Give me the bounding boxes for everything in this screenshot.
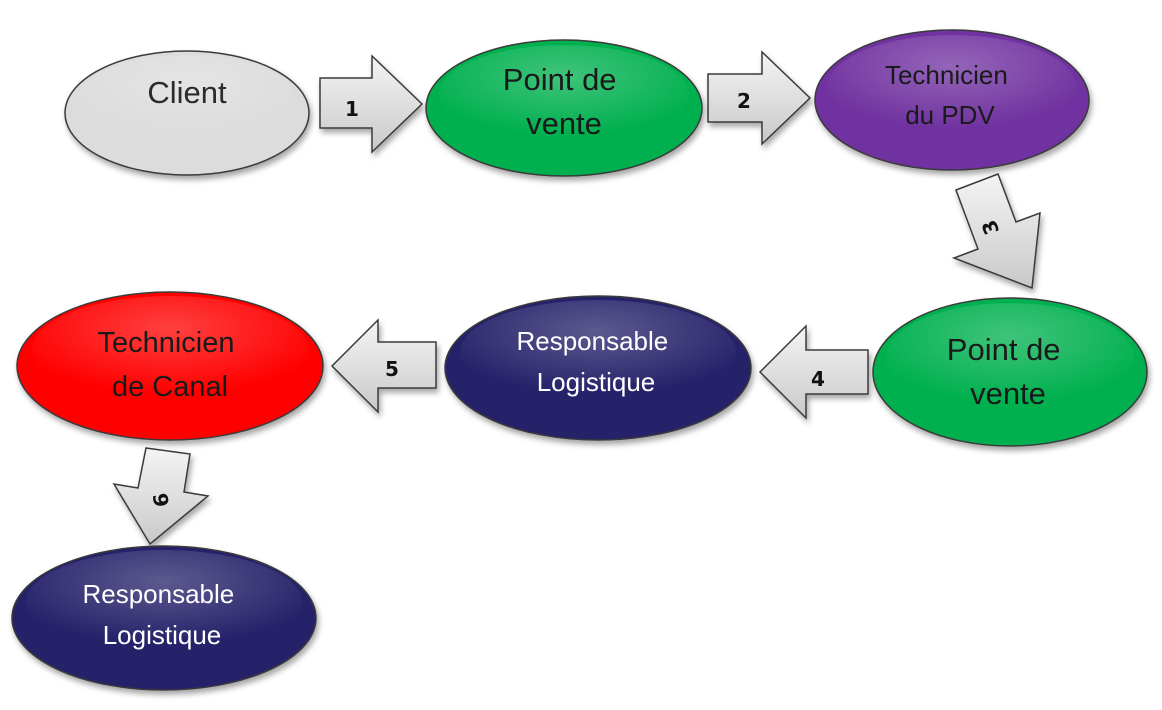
- arrow-6-shape: [112, 447, 210, 546]
- node-responsable-logistique-2-shine: [26, 550, 302, 654]
- node-technicien-pdv-line-2: du PDV: [905, 100, 995, 130]
- arrow-5-shape: [330, 318, 437, 414]
- node-responsable-logistique-2: Responsable Logistique: [11, 545, 317, 691]
- node-responsable-logistique-1-line-1: Responsable: [516, 326, 668, 356]
- node-technicien-canal: Technicien de Canal: [16, 291, 324, 441]
- node-point-de-vente-1-line-1: Point de: [503, 62, 617, 97]
- arrow-3-shape: [951, 173, 1041, 290]
- arrow-5: 5: [330, 318, 437, 414]
- node-responsable-logistique-1-line-2: Logistique: [537, 367, 656, 397]
- node-point-de-vente-2-label: Point de vente: [947, 332, 1069, 411]
- arrow-3: 3: [951, 173, 1041, 290]
- arrow-4: 4: [758, 324, 869, 420]
- arrow-1-label: 1: [345, 97, 359, 121]
- node-point-de-vente-1-label: Point de vente: [503, 62, 625, 141]
- node-point-de-vente-2-line-2: vente: [970, 376, 1046, 411]
- node-point-de-vente-1-shine: [439, 45, 689, 145]
- arrow-2: 2: [707, 50, 812, 146]
- node-technicien-canal-line-2: de Canal: [112, 371, 228, 403]
- node-point-de-vente-1-line-2: vente: [526, 106, 602, 141]
- node-point-de-vente-1: Point de vente: [425, 39, 703, 177]
- node-technicien-canal-line-1: Technicien: [97, 327, 234, 359]
- arrow-6: 6: [112, 447, 210, 546]
- arrow-2-shape: [707, 50, 812, 146]
- node-point-de-vente-2-line-1: Point de: [947, 332, 1061, 367]
- node-responsable-logistique-2-line-2: Logistique: [103, 620, 222, 650]
- node-responsable-logistique-2-line-1: Responsable: [82, 579, 234, 609]
- node-technicien-pdv-line-1: Technicien: [885, 60, 1008, 90]
- arrow-4-label: 4: [811, 367, 825, 391]
- node-responsable-logistique-2-label: Responsable Logistique: [82, 579, 241, 650]
- node-technicien-pdv-shine: [828, 35, 1076, 139]
- node-technicien-pdv-label: Technicien du PDV: [885, 60, 1015, 130]
- node-technicien-pdv: Technicien du PDV: [814, 29, 1090, 171]
- arrow-5-label: 5: [385, 357, 399, 381]
- node-responsable-logistique-1: Responsable Logistique: [444, 295, 752, 441]
- arrow-2-label: 2: [737, 89, 751, 113]
- node-technicien-canal-label: Technicien de Canal: [97, 327, 242, 403]
- arrow-4-shape: [758, 324, 869, 420]
- node-client: Client: [64, 50, 310, 176]
- arrow-1-shape: [319, 54, 424, 154]
- node-client-label: Client: [147, 75, 227, 110]
- node-point-de-vente-2: Point de vente: [872, 297, 1148, 447]
- node-point-de-vente-2-shine: [886, 303, 1134, 413]
- node-client-shine: [77, 55, 297, 145]
- node-technicien-canal-shine: [32, 296, 308, 404]
- node-responsable-logistique-1-shine: [460, 300, 736, 404]
- node-responsable-logistique-1-label: Responsable Logistique: [516, 326, 675, 397]
- node-client-line-1: Client: [147, 75, 227, 110]
- arrow-1: 1: [319, 54, 424, 154]
- arrow-6-label: 6: [148, 491, 174, 508]
